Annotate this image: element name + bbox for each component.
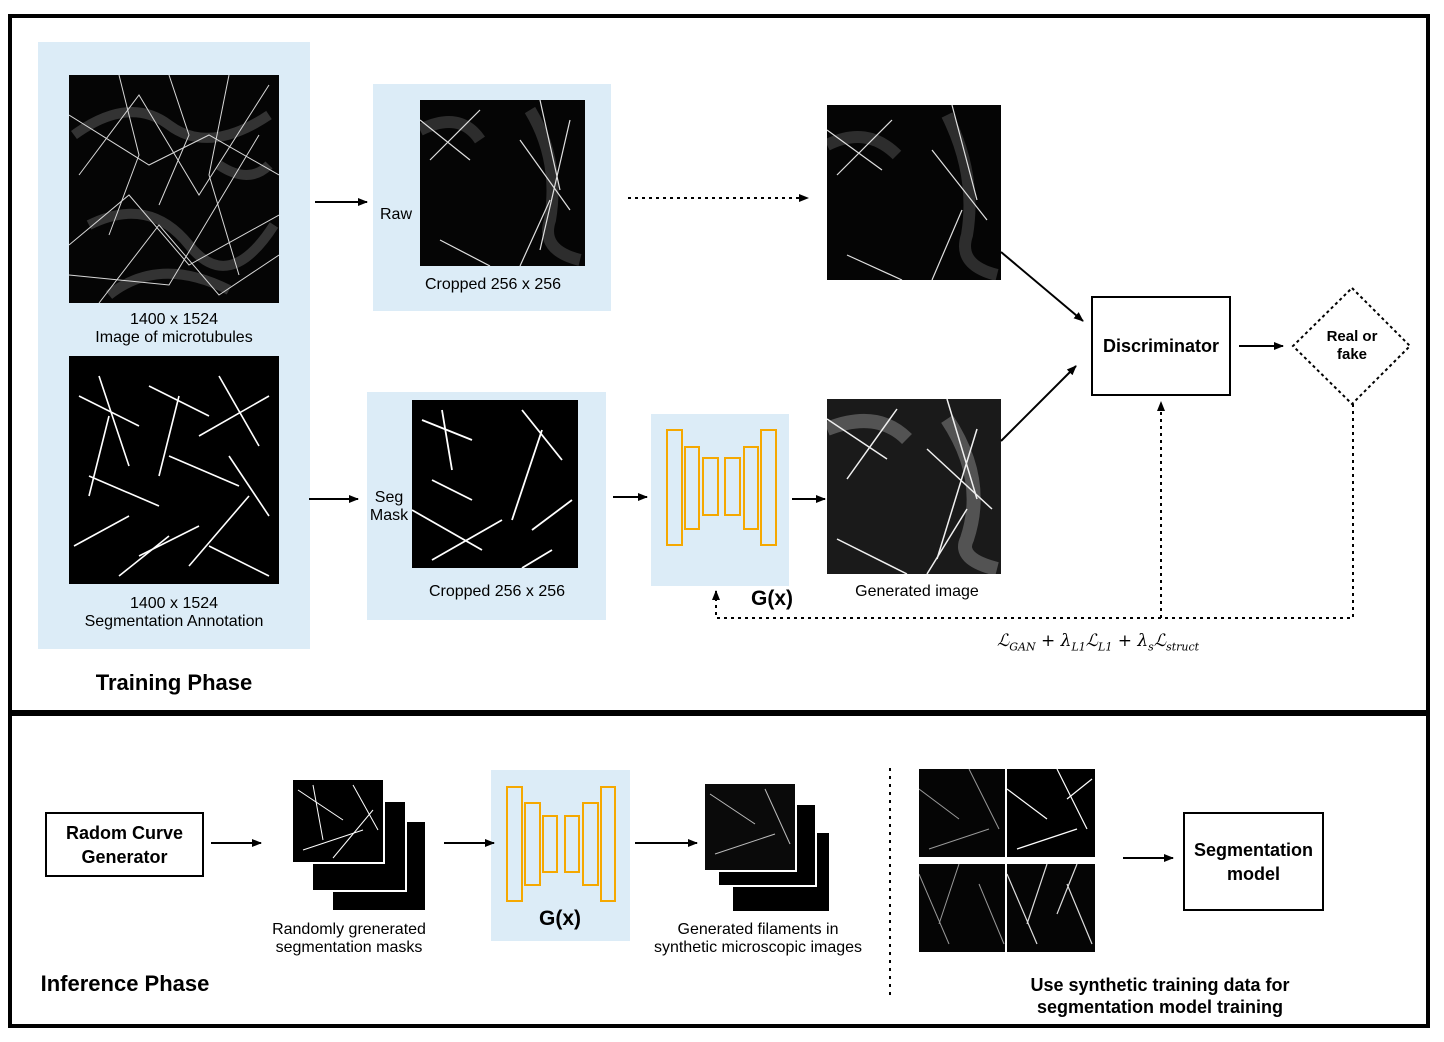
generated-caption: Generated image (855, 583, 979, 600)
use-synthetic-caption: Use synthetic training data for segmenta… (990, 974, 1330, 1018)
loss-lambda-2: λ (1137, 631, 1149, 651)
cropped-seg-caption: Cropped 256 x 256 (428, 583, 566, 600)
loss-gan-symbol: ℒ (997, 631, 1010, 651)
curve-generator-label: Radom Curve Generator (66, 821, 183, 869)
discriminator-box: Discriminator (1091, 296, 1231, 396)
loss-struct-symbol: ℒ (1153, 631, 1167, 651)
filaments-caption-line1: Generated filaments in (677, 921, 839, 938)
training-pair-mask-top (1007, 769, 1095, 857)
discriminator-label: Discriminator (1102, 336, 1220, 356)
seg-label-line2: Mask (369, 507, 409, 524)
curve-generator-box: Radom Curve Generator (45, 812, 204, 877)
cropped-raw-caption: Cropped 256 x 256 (424, 276, 562, 293)
masks-caption: Randomly grenerated segmentation masks (249, 921, 449, 957)
loss-lambda-s-sub: s (1148, 640, 1154, 654)
loss-l1-sub: L1 (1098, 640, 1113, 654)
use-caption-line2: segmentation model training (1036, 997, 1284, 1017)
generated-image (827, 399, 1001, 574)
loss-struct-sub: struct (1166, 640, 1200, 654)
segmentation-model-line2: model (1226, 863, 1280, 884)
training-pair-raw-bottom (919, 864, 1005, 952)
seg-caption-line1: 1400 x 1524 (129, 595, 219, 612)
filament-stack-front (703, 782, 797, 872)
filaments-caption-line2: synthetic microscopic images (653, 939, 863, 956)
segmentation-model-box: Segmentation model (1183, 812, 1324, 911)
curve-generator-line1: Radom Curve (65, 822, 184, 843)
training-phase-title: Training Phase (95, 670, 253, 695)
decision-label: Real or fake (1312, 328, 1392, 364)
generator-background (651, 414, 789, 586)
raw-label: Raw (379, 206, 412, 223)
segmentation-annotation-image (69, 356, 279, 584)
segmentation-model-label: Segmentation model (1194, 838, 1313, 886)
curve-generator-line2: Generator (81, 846, 168, 867)
inference-phase-title: Inference Phase (40, 971, 210, 996)
image-caption-line2: Image of microtubules (95, 329, 253, 346)
loss-l1-symbol: ℒ (1085, 631, 1099, 651)
image-caption: 1400 x 1524 Image of microtubules (69, 311, 279, 347)
training-pair-mask-bottom (1007, 864, 1095, 952)
seg-caption-line2: Segmentation Annotation (84, 613, 264, 630)
loss-lambda-1: λ (1060, 631, 1072, 651)
use-caption-line1: Use synthetic training data for (1030, 975, 1290, 995)
seg-crop-image (412, 400, 578, 568)
generator-label: G(x) (751, 587, 793, 610)
seg-caption: 1400 x 1524 Segmentation Annotation (54, 595, 294, 631)
raw-crop-image (420, 100, 585, 266)
training-pair-raw-top (919, 769, 1005, 857)
seg-label-line1: Seg (374, 489, 404, 506)
seg-mask-label: Seg Mask (365, 489, 413, 525)
loss-plus-2: + (1117, 631, 1132, 651)
inference-generator-label: G(x) (539, 907, 581, 930)
masks-caption-line1: Randomly grenerated (272, 921, 426, 938)
segmentation-model-line1: Segmentation (1193, 839, 1313, 860)
mask-stack-front (291, 778, 385, 864)
loss-plus-1: + (1041, 631, 1056, 651)
microtubule-image (69, 75, 279, 303)
loss-gan-sub: GAN (1009, 640, 1036, 654)
decision-line2: fake (1336, 346, 1368, 363)
loss-lambda-l1-sub: L1 (1071, 640, 1086, 654)
loss-formula: ℒGAN + λL1ℒL1 + λsℒstruct (997, 631, 1199, 653)
masks-caption-line2: segmentation masks (275, 939, 423, 956)
filaments-caption: Generated filaments in synthetic microsc… (638, 921, 878, 957)
decision-line1: Real or (1326, 328, 1378, 345)
image-caption-line1: 1400 x 1524 (129, 311, 219, 328)
real-target-image (827, 105, 1001, 280)
